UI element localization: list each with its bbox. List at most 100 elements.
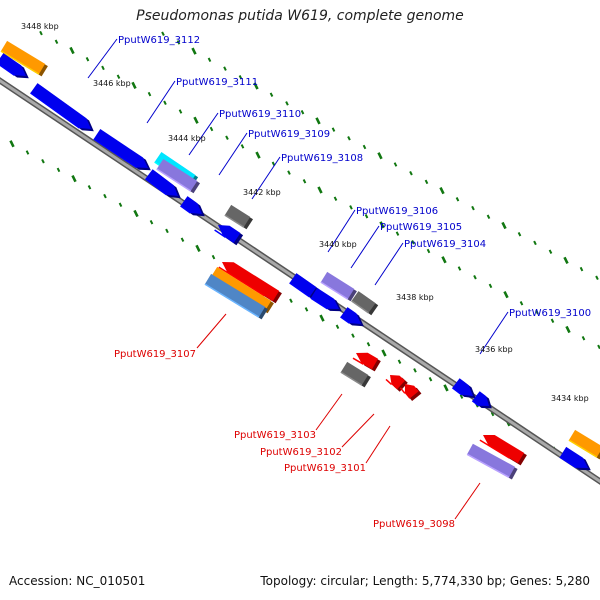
accession-text: Accession: NC_010501 [9, 574, 146, 588]
tick-mark [131, 81, 137, 89]
tick-mark [180, 237, 185, 242]
gene-body [93, 129, 148, 168]
gene-highlight [399, 387, 406, 394]
gene-body [483, 435, 525, 464]
gene-purple [466, 443, 518, 480]
tick-mark [209, 126, 214, 132]
gene-highlight [479, 439, 510, 459]
gene-red [352, 352, 381, 372]
tick-mark [397, 359, 402, 364]
gene-label: PputW619_3100 [509, 308, 591, 319]
tick-mark [163, 100, 167, 106]
tick-mark [533, 240, 537, 246]
gene-body [404, 384, 419, 399]
gene-body [222, 262, 280, 302]
gene-blue [340, 307, 364, 327]
tick-mark [349, 205, 353, 210]
scale-label: 3442 kbp [243, 188, 281, 197]
gene-label: PputW619_3111 [176, 77, 258, 88]
tick-mark [87, 185, 92, 190]
scale-label: 3438 kbp [396, 293, 434, 302]
tick-mark [548, 249, 553, 254]
tick-mark [161, 31, 165, 36]
leader-line [188, 112, 219, 156]
gene-blue [93, 129, 151, 171]
gene-purple [156, 159, 200, 194]
gene-body [390, 375, 405, 390]
tick-mark [238, 75, 243, 80]
tick-mark [116, 74, 121, 79]
tick-mark [501, 221, 507, 230]
gene-red [385, 375, 408, 392]
gene-body [224, 204, 251, 228]
gene-gray [340, 361, 371, 388]
tick-mark [366, 342, 371, 347]
gene-body [210, 266, 272, 312]
tick-mark [351, 333, 355, 338]
gene-highlight [466, 453, 510, 478]
gene-body [472, 391, 489, 406]
gene-label: PputW619_3107 [114, 349, 196, 360]
gene-body [320, 271, 355, 300]
tick-mark [287, 170, 291, 175]
gene-highlight [340, 316, 350, 324]
tick-mark [490, 411, 495, 417]
gene-label: PputW619_3110 [219, 109, 301, 120]
gene-red [399, 384, 422, 401]
leader-line [218, 132, 248, 176]
tick-mark [317, 186, 323, 194]
tick-mark [69, 46, 75, 55]
tick-mark [347, 136, 351, 141]
leader-line [315, 393, 343, 431]
gene-highlight [451, 387, 462, 396]
gene-highlight [471, 400, 480, 407]
leader-line [146, 80, 176, 124]
gene-label: PputW619_3109 [248, 129, 330, 140]
gene-blue [30, 83, 94, 132]
gene-body [568, 429, 600, 458]
gene-label: PputW619_3105 [380, 222, 462, 233]
tick-mark [443, 384, 449, 392]
gene-highlight [30, 92, 80, 129]
gene-highlight [289, 282, 311, 298]
tick-mark [424, 179, 429, 185]
tick-mark [595, 275, 599, 281]
scale-label: 3448 kbp [21, 22, 59, 31]
tick-mark [486, 214, 491, 220]
gene-highlight [214, 229, 226, 238]
gene-body [204, 273, 266, 318]
tick-marks [9, 30, 600, 469]
tick-mark [300, 109, 305, 115]
gene-highlight [180, 205, 191, 214]
tick-mark [147, 91, 152, 97]
tick-mark [304, 307, 309, 312]
gene-highlight [144, 178, 167, 196]
tick-mark [441, 256, 447, 264]
tick-mark [315, 117, 321, 125]
gene-red [218, 262, 282, 304]
tick-mark [207, 57, 212, 63]
gene-highlight [224, 214, 245, 228]
tick-mark [519, 301, 524, 306]
gene-red [479, 435, 527, 466]
tick-mark [289, 298, 293, 303]
tick-mark [41, 158, 45, 164]
gene-body [356, 352, 378, 370]
tick-mark [54, 39, 59, 45]
tick-mark [165, 228, 169, 234]
gene-highlight [218, 266, 265, 297]
leader-line [251, 156, 281, 200]
tick-mark [535, 309, 539, 315]
tick-mark [488, 283, 493, 289]
tick-mark [426, 248, 431, 254]
tick-mark [193, 116, 199, 124]
tick-mark [223, 66, 227, 71]
gene-body [340, 361, 369, 386]
gene-orange [0, 40, 48, 77]
gene-highlight [93, 138, 137, 169]
leader-line [87, 38, 118, 79]
gene-body [156, 159, 198, 191]
tick-mark [269, 92, 274, 97]
